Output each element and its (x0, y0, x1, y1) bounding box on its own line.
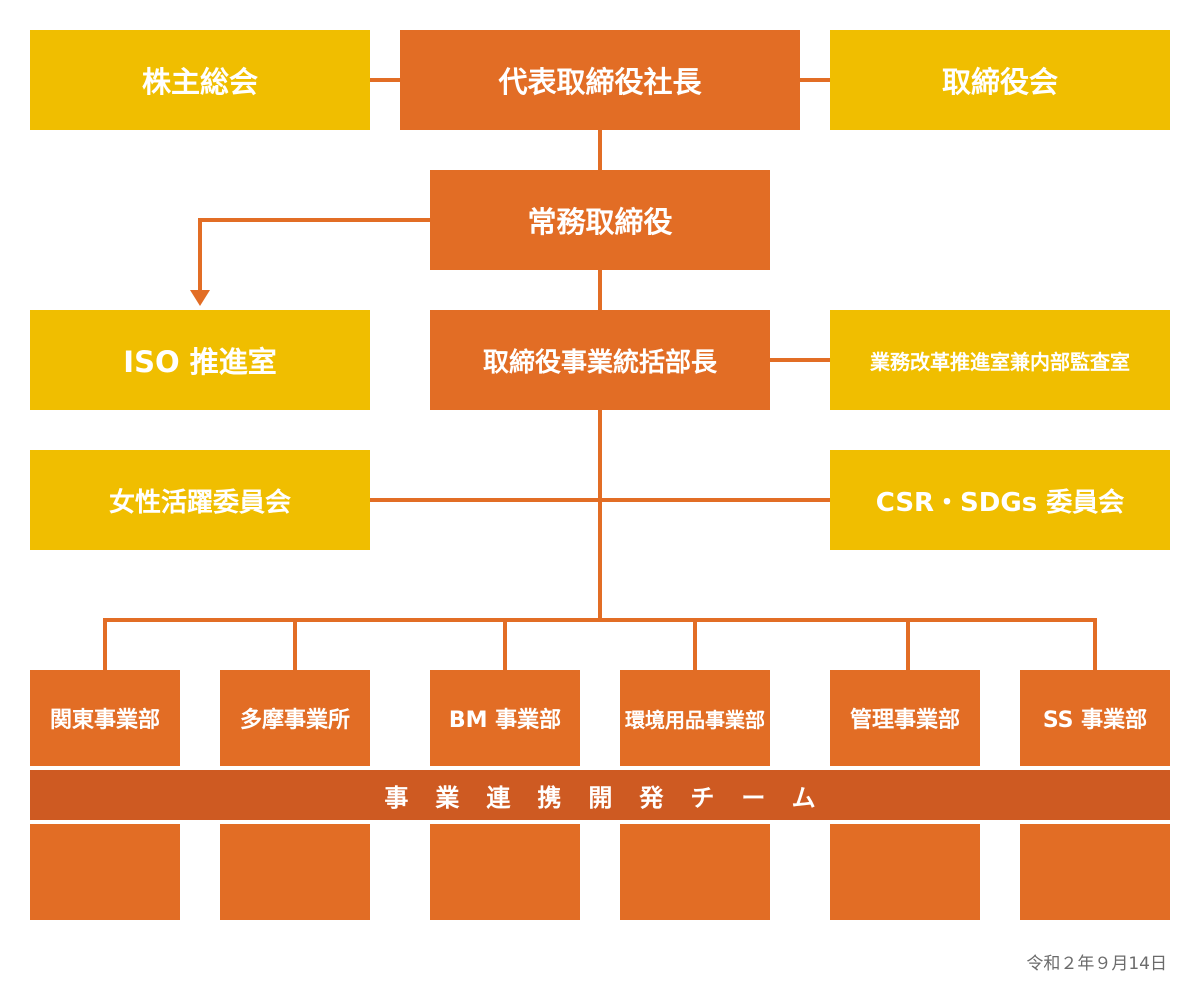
managing-director-box: 常務取締役 (430, 170, 770, 270)
department-box-kanto: 関東事業部 (30, 670, 180, 766)
general-manager-label: 取締役事業統括部長 (482, 347, 717, 378)
department-box-ss: SS 事業部 (1020, 670, 1170, 766)
team-band-label: 事業連携開発チーム (384, 783, 843, 812)
reform-audit-office-box: 業務改革推進室兼内部監査室 (830, 310, 1170, 410)
department-label: 多摩事業所 (239, 708, 350, 733)
department-label: 関東事業部 (49, 708, 160, 733)
iso-office-box: ISO 推進室 (30, 310, 370, 410)
ceo-label: 代表取締役社長 (498, 65, 702, 99)
department-box-environment: 環境用品事業部 (620, 670, 770, 766)
line-managing-iso (198, 218, 430, 292)
team-slot-box (220, 824, 370, 920)
team-slot-box (430, 824, 580, 920)
csr-sdgs-committee-box: CSR・SDGs 委員会 (830, 450, 1170, 550)
managing-director-label: 常務取締役 (527, 205, 673, 239)
ceo-box: 代表取締役社長 (400, 30, 800, 130)
revision-date: 令和２年９月14日 (1026, 954, 1167, 974)
team-slot-box (30, 824, 180, 920)
team-slot-box (830, 824, 980, 920)
reform-audit-office-label: 業務改革推進室兼内部監査室 (870, 349, 1130, 374)
women-committee-box: 女性活躍委員会 (30, 450, 370, 550)
team-slot-box (620, 824, 770, 920)
department-label: 環境用品事業部 (625, 707, 765, 732)
csr-sdgs-committee-label: CSR・SDGs 委員会 (875, 487, 1125, 518)
department-box-tama: 多摩事業所 (220, 670, 370, 766)
team-slot-box (1020, 824, 1170, 920)
shareholders-meeting-box: 株主総会 (30, 30, 370, 130)
board-of-directors-box: 取締役会 (830, 30, 1170, 130)
department-label: BM 事業部 (448, 708, 562, 733)
board-of-directors-label: 取締役会 (941, 65, 1058, 99)
women-committee-label: 女性活躍委員会 (108, 487, 291, 518)
department-box-management: 管理事業部 (830, 670, 980, 766)
department-label: 管理事業部 (849, 708, 960, 733)
business-collaboration-team-band: 事業連携開発チーム (30, 770, 1170, 820)
general-manager-box: 取締役事業統括部長 (430, 310, 770, 410)
department-label: SS 事業部 (1042, 708, 1148, 733)
arrow-head-iso (190, 290, 210, 306)
iso-office-label: ISO 推進室 (123, 345, 277, 379)
shareholders-meeting-label: 株主総会 (141, 65, 258, 99)
department-box-bm: BM 事業部 (430, 670, 580, 766)
